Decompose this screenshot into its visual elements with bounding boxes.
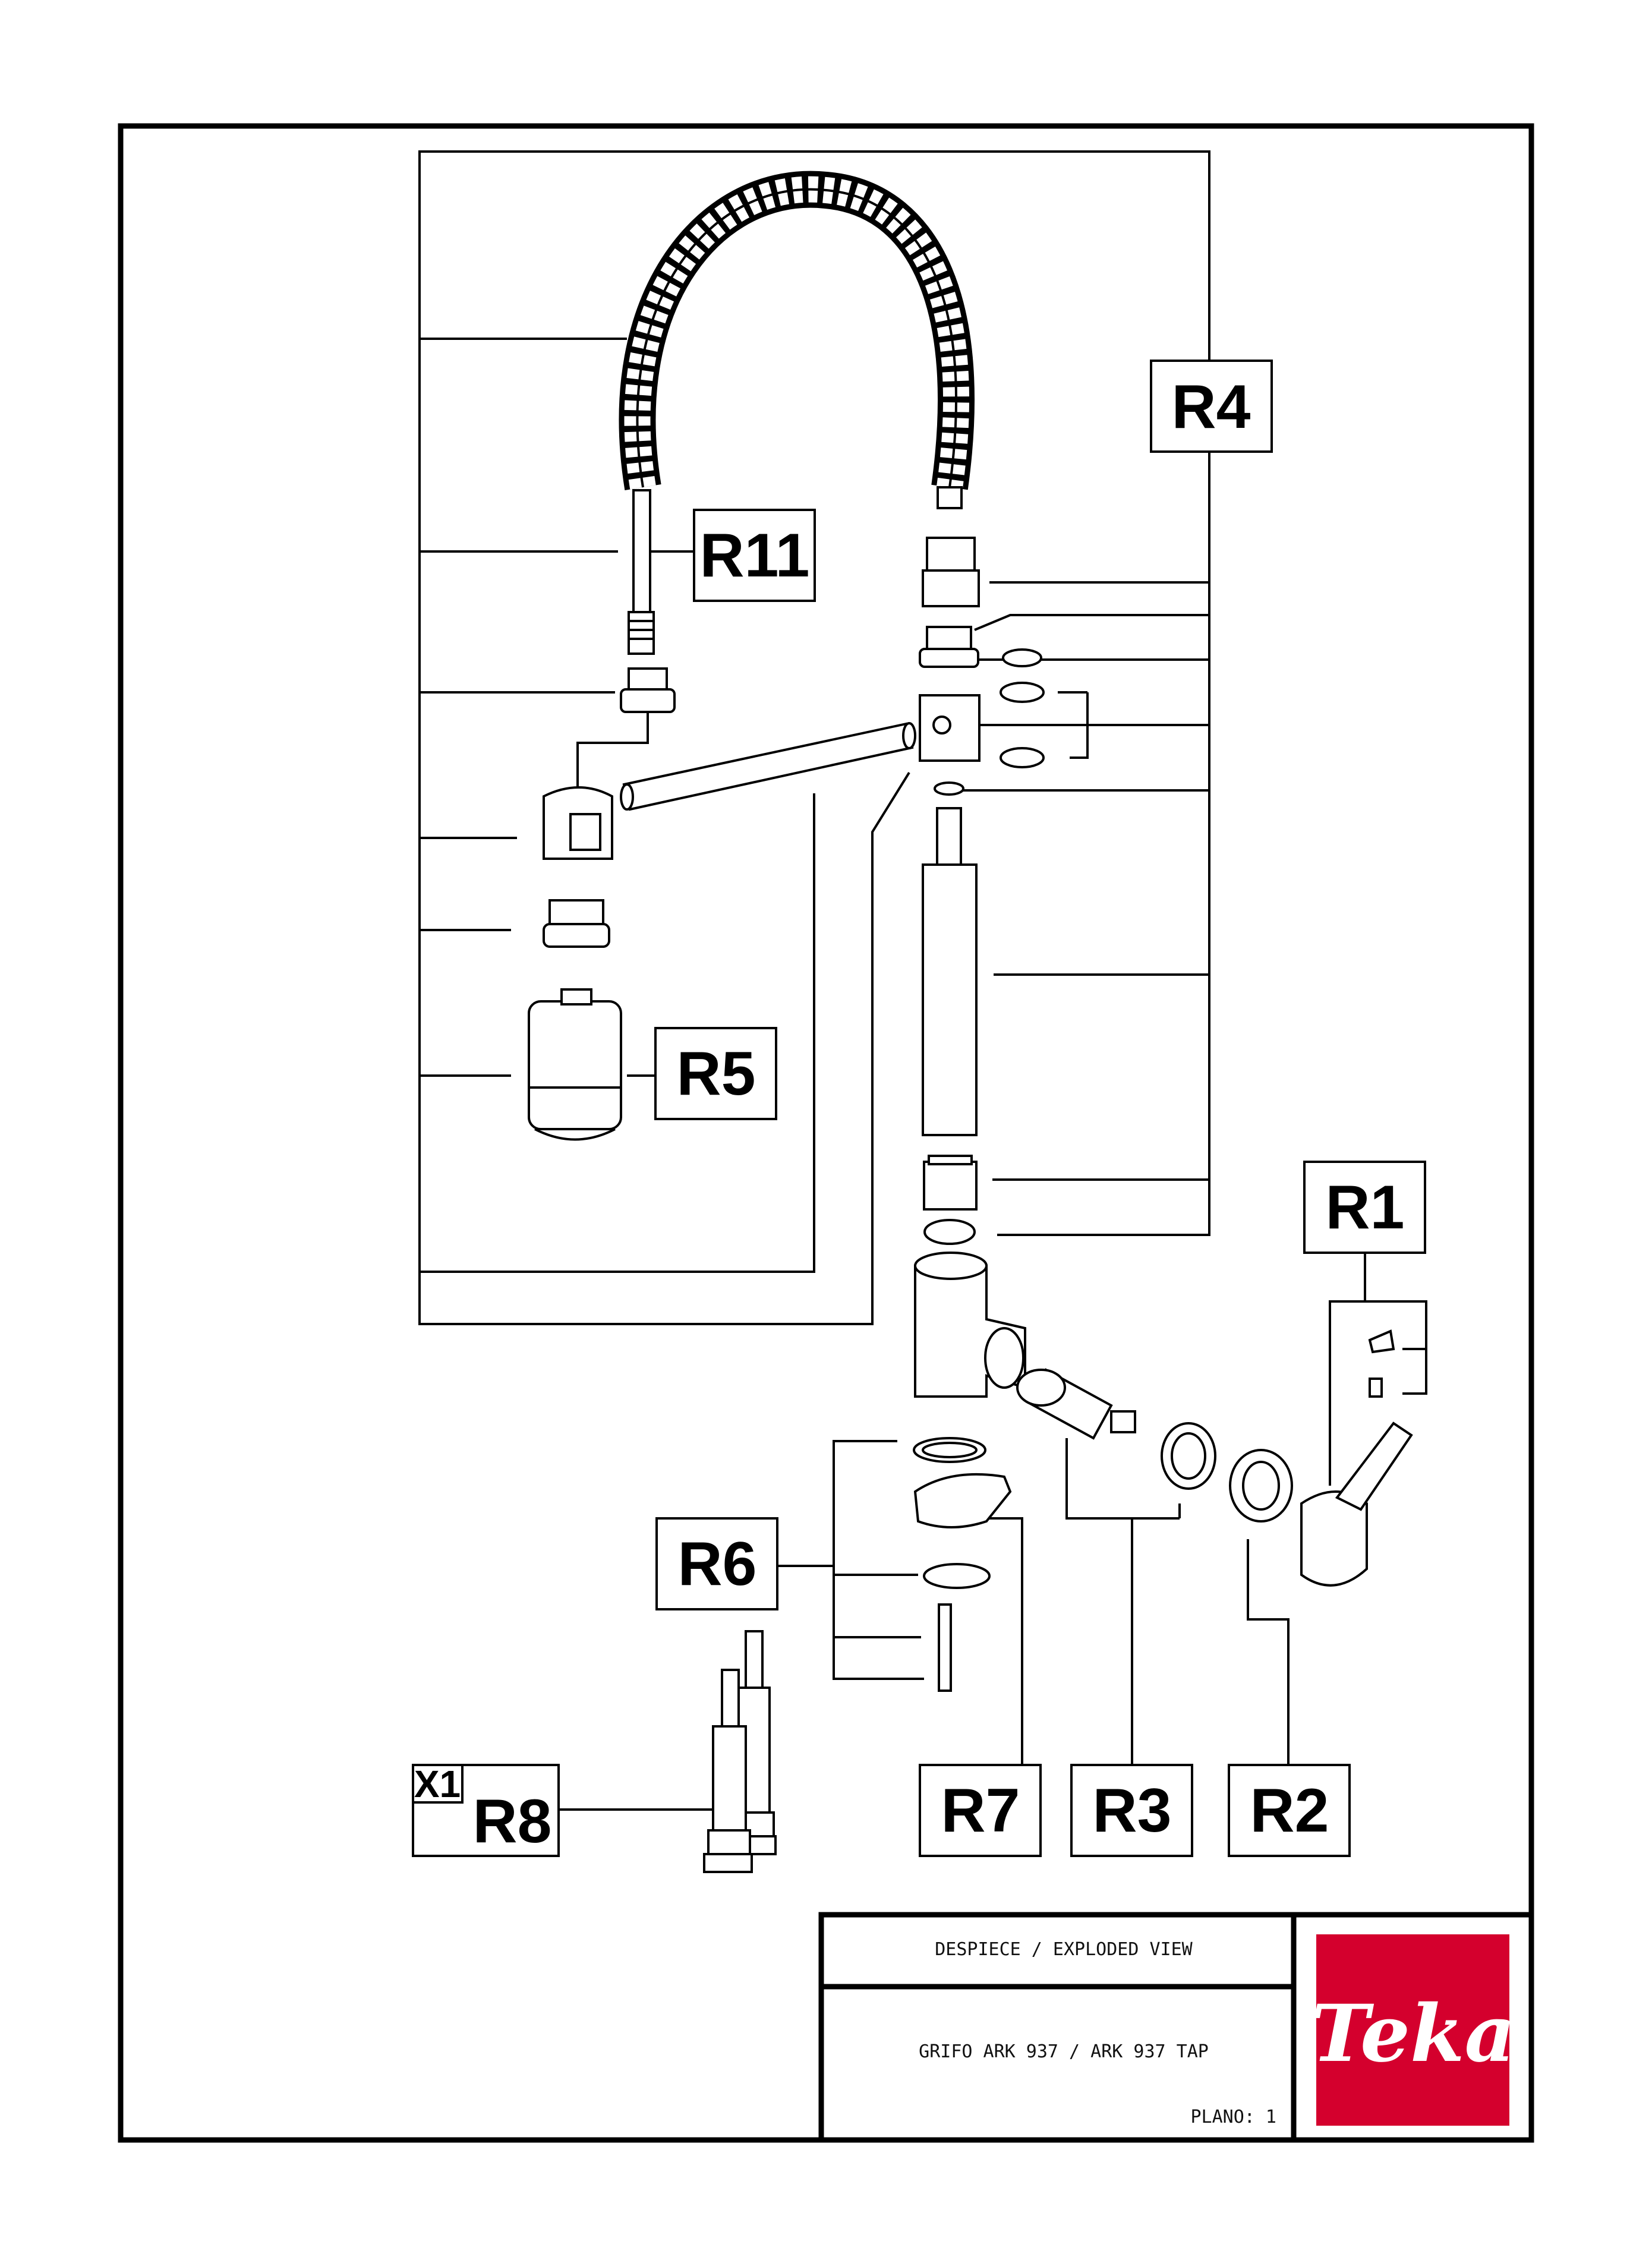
riser-tube [922,863,978,1136]
callout-boxes [412,360,1426,1857]
callout-r11: R11 [699,521,809,590]
callout-r3: R3 [1093,1776,1172,1845]
tap-body [914,1252,1026,1398]
flex-hoses [703,1630,777,1873]
title-block [818,1912,1534,2143]
shower-head [528,1000,622,1130]
callout-r2: R2 [1250,1776,1329,1845]
logo-text: Teka [1311,1988,1515,2080]
view-title: DESPIECE / EXPLODED VIEW [935,1939,1193,1960]
callout-r6: R6 [678,1530,757,1599]
parts [528,171,1413,1873]
lever-handle [1300,1329,1413,1587]
cartridge [1016,1368,1136,1440]
callout-r7: R7 [941,1776,1020,1845]
callout-x1: X1 [414,1763,461,1805]
callout-r8: R8 [473,1787,552,1856]
teka-logo [1316,1934,1509,2126]
hose-stem [632,489,651,616]
callout-r1: R1 [1326,1173,1405,1242]
product-name: GRIFO ARK 937 / ARK 937 TAP [919,2041,1209,2062]
callout-r4: R4 [1172,373,1251,442]
spout-tube [620,722,916,811]
callout-r5: R5 [677,1039,756,1108]
base-collar [913,1473,1012,1528]
plan-number: PLANO: 1 [1191,2107,1277,2127]
